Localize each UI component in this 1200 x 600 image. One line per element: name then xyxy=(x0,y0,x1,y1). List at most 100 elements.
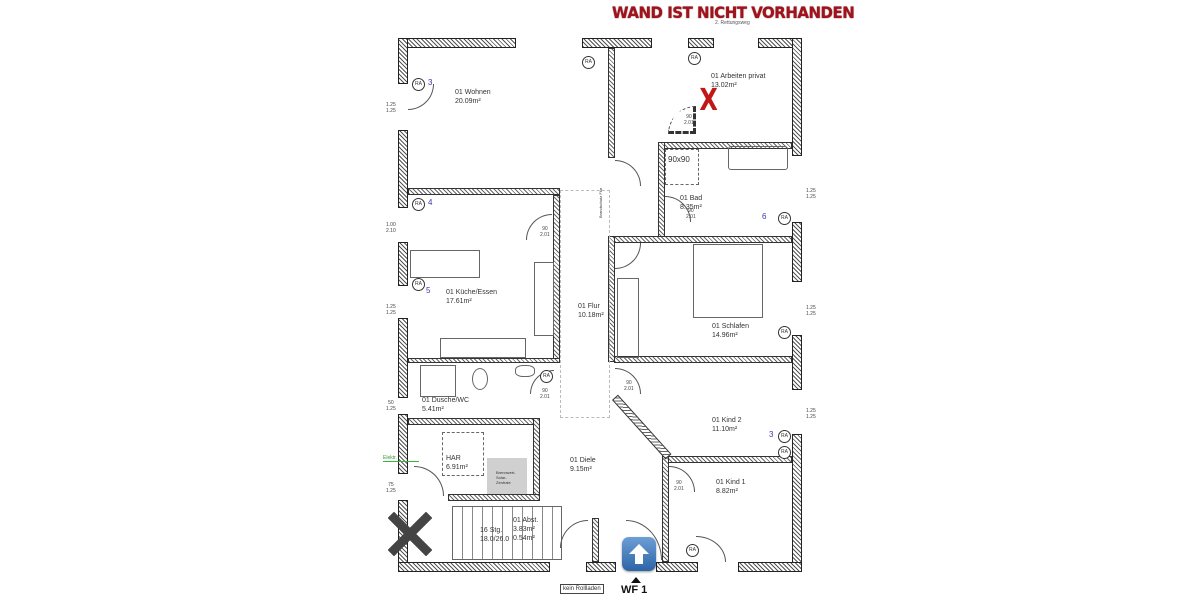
outer-wall-left-2 xyxy=(398,130,408,208)
door-dim: 90 2.01 xyxy=(540,226,550,238)
wall-bad-schlafen xyxy=(614,236,792,243)
door-abstell[interactable] xyxy=(560,520,588,548)
green-annotation: Elektr. xyxy=(383,455,397,461)
blue-number: 5 xyxy=(426,286,431,295)
blue-number: 6 xyxy=(762,212,767,221)
wall-kind1-top xyxy=(662,456,792,463)
toilet xyxy=(472,368,488,390)
blue-number: 3 xyxy=(769,430,774,439)
blue-number: 3 xyxy=(428,78,433,87)
outer-wall-right-1 xyxy=(792,38,802,156)
wf-marker-triangle xyxy=(631,577,641,583)
window-dim: 1.25 1.25 xyxy=(386,304,396,316)
outer-wall-left-3 xyxy=(398,242,408,286)
outer-wall-right-4 xyxy=(792,434,802,572)
black-x-icon[interactable] xyxy=(388,512,432,556)
ra-marker: RA xyxy=(778,326,791,339)
wall-schlafen-kind2 xyxy=(614,356,792,363)
kitchen-counter-bottom xyxy=(440,338,526,358)
wall-har-diele xyxy=(533,418,540,498)
window-dim: 1.25 1.25 xyxy=(806,305,816,317)
ra-marker: RA xyxy=(686,544,699,557)
heater-label: Brennwert-Solar-Zentrale xyxy=(496,470,516,485)
window-dim: 1.25 1.25 xyxy=(806,188,816,200)
window-dim: 1.00 2.10 xyxy=(386,222,396,234)
har-area xyxy=(442,432,484,476)
outer-wall-bottom-3 xyxy=(656,562,698,572)
green-annotation-line xyxy=(383,461,419,462)
banner-title: WAND IST NICHT VORHANDEN xyxy=(612,3,855,23)
ra-marker: RA xyxy=(412,78,425,91)
shower-tray xyxy=(665,149,699,185)
flur-dashed-outline xyxy=(560,190,610,418)
door-flur-arbeiten[interactable] xyxy=(615,160,641,186)
window-dim: 1.25 1.25 xyxy=(806,408,816,420)
stair-flight xyxy=(452,506,562,560)
door-terrace[interactable] xyxy=(696,536,726,562)
wall-kind1-left xyxy=(662,456,669,562)
bathtub xyxy=(728,146,788,170)
outer-wall-left-4 xyxy=(398,318,408,398)
window-dim: 50 1.25 xyxy=(386,400,396,412)
kitchen-island xyxy=(410,250,480,278)
wall-kueche-flur xyxy=(553,195,560,360)
double-bed xyxy=(693,244,763,318)
ra-marker: RA xyxy=(778,212,791,225)
stairs-label: 16 Stg.18.0/26.0 xyxy=(480,527,510,543)
wall-kueche-dusche xyxy=(408,358,560,363)
ra-marker: RA xyxy=(412,198,425,211)
arrow-up-icon xyxy=(629,544,649,564)
door-dim: 90 2.01 xyxy=(684,114,694,126)
window-dim: 75 1.25 xyxy=(386,482,396,494)
ra-marker: RA xyxy=(778,446,791,459)
door-dim: 90 2.01 xyxy=(624,380,634,392)
outer-wall-top-right xyxy=(688,38,714,48)
ra-marker: RA xyxy=(778,430,791,443)
wall-har-bottom xyxy=(448,494,540,501)
outer-wall-left-5 xyxy=(398,414,408,474)
ra-marker: RA xyxy=(582,56,595,69)
door-har[interactable] xyxy=(414,466,444,496)
wall-bad-left xyxy=(658,142,665,240)
wardrobe xyxy=(617,278,639,358)
door-dim: 90 2.01 xyxy=(686,208,696,220)
blue-number: 4 xyxy=(428,198,433,207)
door-schlafen[interactable] xyxy=(615,243,641,269)
wall-abst-right xyxy=(592,518,599,562)
rollladen-label: kein Rollladen xyxy=(560,584,604,594)
wf-label: WF 1 xyxy=(621,584,648,596)
door-dim: 90 2.01 xyxy=(674,480,684,492)
outer-wall-bottom-4 xyxy=(738,562,802,572)
outer-wall-bottom-1 xyxy=(398,562,550,572)
banner-subtitle: 2. Rettungsweg xyxy=(715,20,750,26)
window-dim: 1.25 1.25 xyxy=(386,102,396,114)
up-arrow-button[interactable] xyxy=(622,537,656,571)
wall-flur-right xyxy=(608,236,615,362)
wall-dusche-har xyxy=(408,418,538,425)
shower-size-label: 90x90 xyxy=(668,155,690,164)
ra-marker: RA xyxy=(688,52,701,65)
outer-wall-right-2 xyxy=(792,222,802,282)
kitchen-counter-right xyxy=(534,262,554,336)
heater-unit xyxy=(487,458,527,494)
outer-wall-left-1 xyxy=(398,38,408,84)
outer-wall-top-mid xyxy=(582,38,652,48)
red-x-marker: X xyxy=(699,83,718,118)
door-dim: 90 2.01 xyxy=(540,388,550,400)
washbasin xyxy=(515,365,535,377)
wall-wohnen-kueche xyxy=(408,188,560,195)
outer-wall-top-left xyxy=(398,38,516,48)
outer-wall-bottom-2 xyxy=(586,562,616,572)
